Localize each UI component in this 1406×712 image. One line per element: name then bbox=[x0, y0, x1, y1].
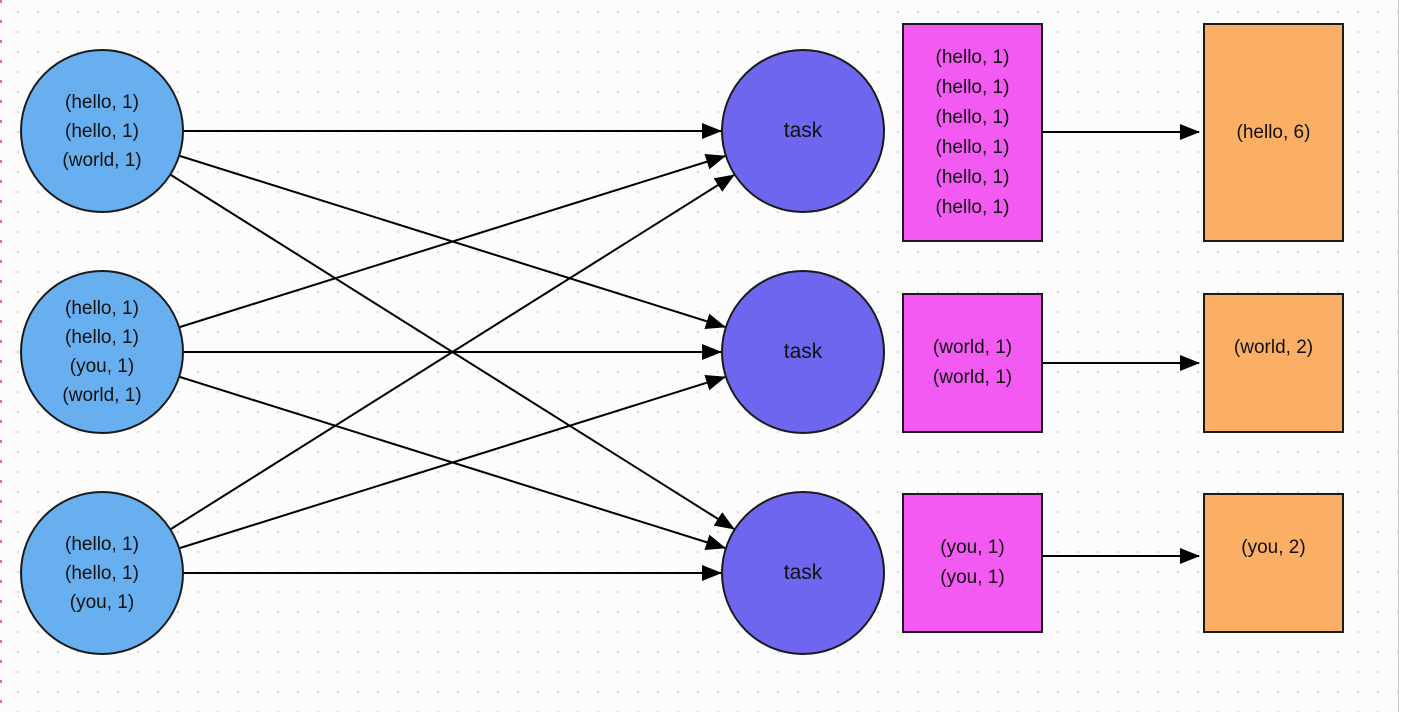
shuffle-box-2: (world, 1) (world, 1) bbox=[902, 293, 1043, 433]
tuple-text: (hello, 1) bbox=[935, 136, 1010, 158]
reduce-box-3: (you, 2) bbox=[1203, 493, 1344, 633]
task-label: task bbox=[783, 340, 823, 363]
result-text: (hello, 6) bbox=[1236, 122, 1311, 143]
reduce-box-2: (world, 2) bbox=[1203, 293, 1344, 433]
tuple-text: (you, 1) bbox=[69, 356, 135, 377]
task-node-1: task bbox=[721, 49, 885, 213]
tuple-text: (hello, 1) bbox=[935, 76, 1010, 98]
shuffle-box-3: (you, 1) (you, 1) bbox=[902, 493, 1043, 633]
reduce-box-1: (hello, 6) bbox=[1203, 23, 1344, 242]
page-left-edge-marks bbox=[0, 0, 2, 712]
tuple-text: (hello, 1) bbox=[65, 562, 139, 584]
tuple-text: (hello, 1) bbox=[65, 298, 139, 319]
tuple-text: (hello, 1) bbox=[65, 327, 139, 348]
arrow-map3-task2 bbox=[179, 375, 726, 549]
tuple-text: (world, 1) bbox=[62, 149, 142, 171]
map-node-3: (hello, 1) (hello, 1) (you, 1) bbox=[20, 491, 184, 655]
tuple-text: (hello, 1) bbox=[935, 196, 1010, 218]
task-label: task bbox=[783, 561, 823, 584]
result-text: (world, 2) bbox=[1233, 336, 1314, 358]
tuple-text: (hello, 1) bbox=[65, 120, 139, 142]
arrow-map3-task1 bbox=[170, 174, 735, 530]
tuple-text: (hello, 1) bbox=[935, 46, 1010, 68]
shuffle-box-1: (hello, 1) (hello, 1) (hello, 1) (hello,… bbox=[902, 23, 1043, 242]
arrow-map2-task1 bbox=[179, 154, 726, 328]
tuple-text: (hello, 1) bbox=[65, 91, 139, 113]
tuple-text: (you, 1) bbox=[940, 537, 1005, 558]
tuple-text: (hello, 1) bbox=[935, 106, 1010, 128]
tuple-text: (world, 1) bbox=[932, 367, 1013, 388]
map-node-2: (hello, 1) (hello, 1) (you, 1) (world, 1… bbox=[20, 270, 184, 434]
tuple-text: (hello, 1) bbox=[935, 166, 1010, 188]
window-right-edge bbox=[1398, 0, 1399, 712]
tuple-text: (world, 1) bbox=[62, 385, 142, 406]
task-node-2: task bbox=[721, 270, 885, 434]
window-right-margin bbox=[1399, 0, 1406, 712]
tuple-text: (you, 1) bbox=[69, 591, 135, 613]
tuple-text: (world, 1) bbox=[932, 337, 1013, 358]
map-node-1: (hello, 1) (hello, 1) (world, 1) bbox=[20, 49, 184, 213]
result-text: (you, 2) bbox=[1241, 536, 1306, 558]
tuple-text: (hello, 1) bbox=[65, 533, 139, 555]
task-label: task bbox=[783, 119, 823, 142]
task-node-3: task bbox=[721, 491, 885, 655]
tuple-text: (you, 1) bbox=[940, 567, 1005, 588]
